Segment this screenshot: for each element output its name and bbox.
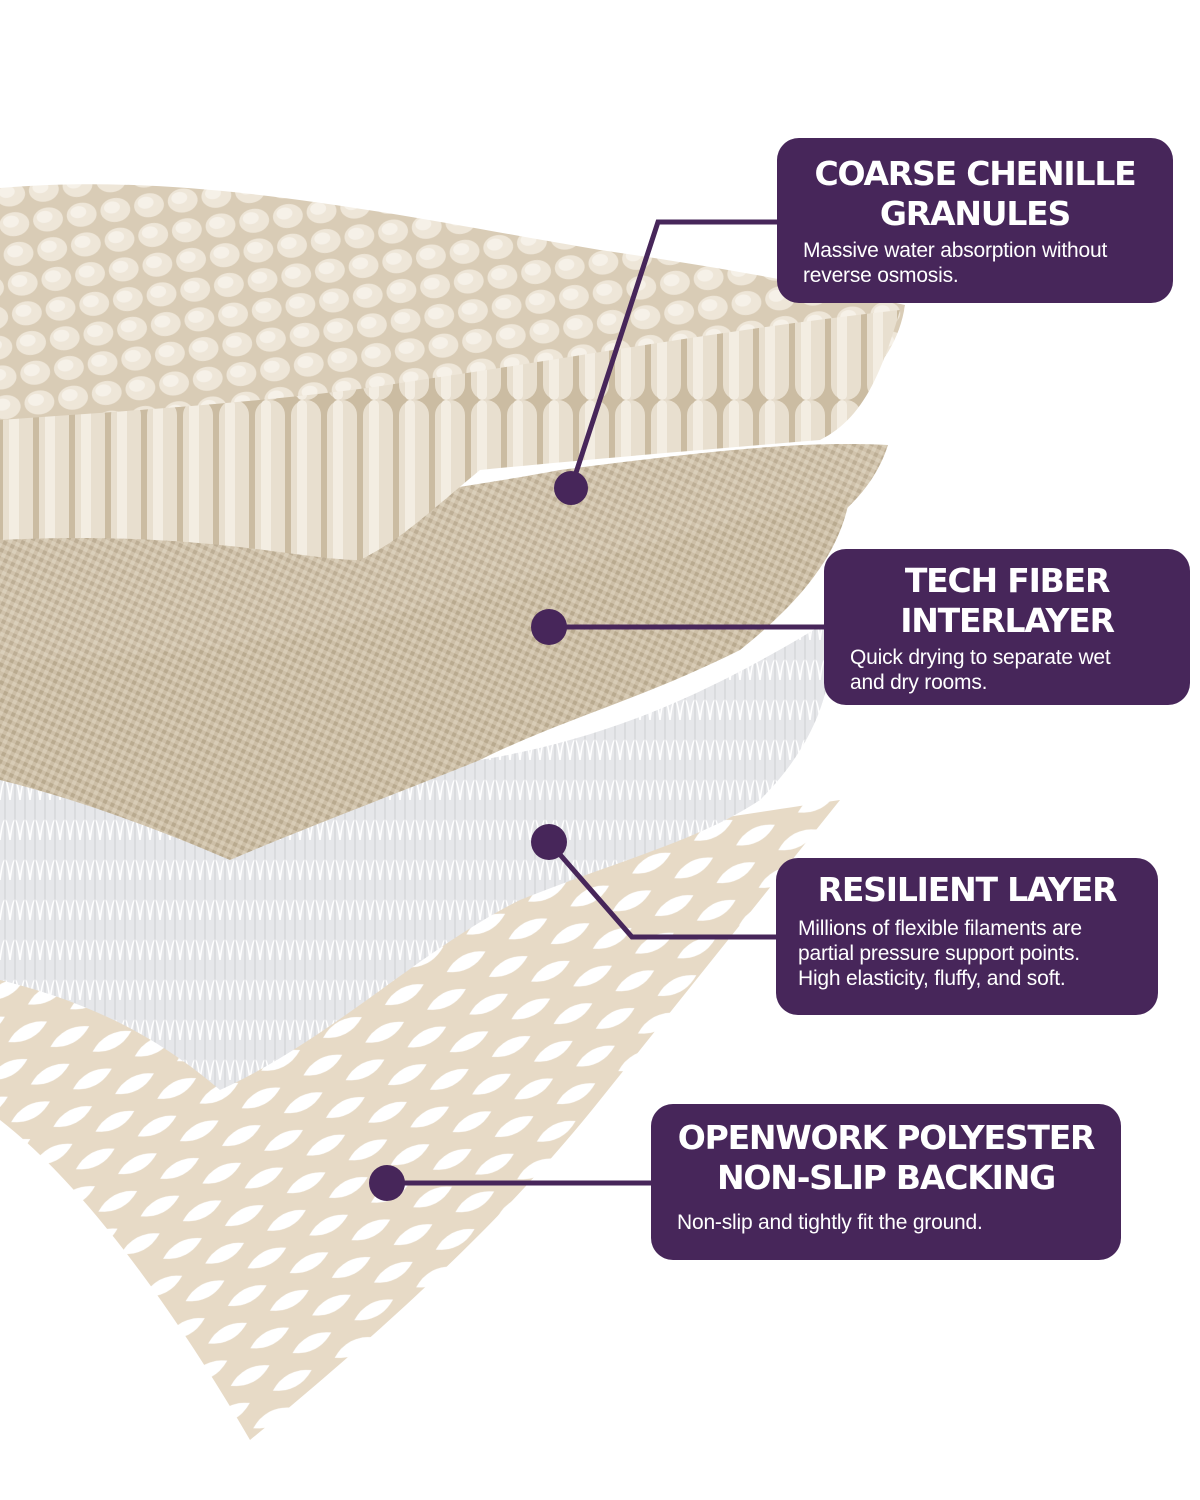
callout-openwork-backing: OPENWORK POLYESTER NON-SLIP BACKING Non-… [651,1104,1121,1260]
callout-title: COARSE CHENILLE GRANULES [814,154,1136,233]
callout-description: Millions of flexible filaments are parti… [798,917,1082,990]
connector-3 [531,824,776,940]
connector-4 [369,1165,651,1201]
callout-description: Quick drying to separate wet and dry roo… [850,646,1111,694]
callout-chenille-granules: COARSE CHENILLE GRANULES Massive water a… [777,138,1173,303]
callout-title: RESILIENT LAYER [817,870,1118,909]
callout-resilient-layer: RESILIENT LAYER Millions of flexible fil… [776,858,1158,1015]
callout-description: Massive water absorption without reverse… [803,239,1108,287]
tech-fiber-interlayer-upper [0,444,888,720]
chenille-rib-edge [0,310,900,560]
callout-tech-fiber-interlayer: TECH FIBER INTERLAYER Quick drying to se… [824,549,1190,705]
callout-title: OPENWORK POLYESTER NON-SLIP BACKING [677,1118,1096,1197]
callout-description: Non-slip and tightly fit the ground. [677,1211,983,1234]
connector-1 [554,219,777,505]
connector-2 [531,609,824,645]
resilient-filament-layer [0,620,832,1090]
callout-title: TECH FIBER INTERLAYER [900,561,1115,640]
